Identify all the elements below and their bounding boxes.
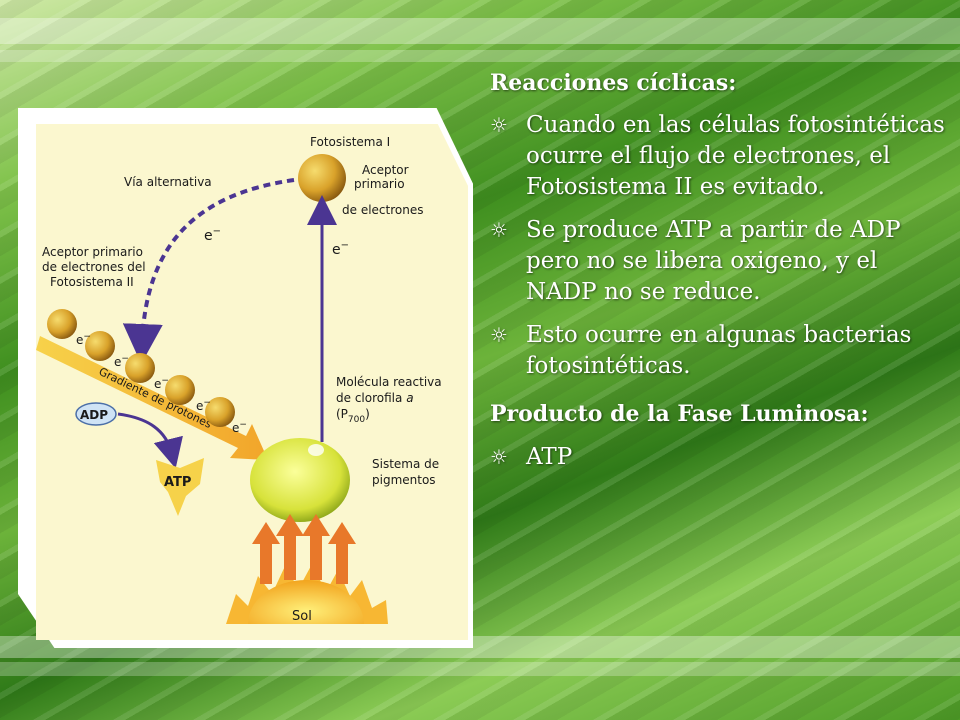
- slide-text: Reacciones cíclicas: ☼ Cuando en las cél…: [490, 70, 945, 485]
- sun-bullet-icon: ☼: [490, 218, 508, 242]
- electron-label-1: e−: [204, 226, 221, 244]
- adp-to-atp-arrow: [117, 412, 183, 469]
- reactive-molecule-label-1: Molécula reactiva: [336, 375, 442, 389]
- electron-label-2: e−: [332, 240, 349, 258]
- light-arrow-1: [252, 522, 280, 584]
- adp-badge: [75, 402, 117, 426]
- light-arrow-4: [328, 522, 356, 584]
- top-band-thin: [0, 50, 960, 62]
- p700-label: (P700): [336, 407, 370, 425]
- carrier-electron-4: e−: [196, 398, 211, 413]
- pigment-system-label-1: Sistema de: [372, 457, 439, 471]
- photosystem-i-sphere: [298, 154, 346, 202]
- carrier-sphere-4: [165, 375, 195, 405]
- heading-cyclic-reactions: Reacciones cíclicas:: [490, 70, 737, 96]
- ps2-acceptor-label-3: Fotosistema II: [50, 275, 134, 289]
- carrier-sphere-1: [47, 309, 77, 339]
- photosystem-i-label: Fotosistema I: [310, 135, 390, 149]
- bullet-text: ATP: [526, 444, 573, 470]
- sun-bullet-icon: ☼: [490, 113, 508, 137]
- carrier-electron-3: e−: [154, 376, 169, 391]
- primary-acceptor-label-1: Aceptor: [362, 163, 409, 177]
- pigment-highlight: [308, 444, 324, 456]
- sun: [248, 580, 364, 624]
- sun-bullet-icon: ☼: [490, 323, 508, 347]
- primary-acceptor-label-3: de electrones: [342, 203, 423, 217]
- bullet-item: ☼ ATP: [490, 442, 945, 473]
- bullet-item: ☼ Esto ocurre en algunas bacterias fotos…: [490, 320, 945, 382]
- reactive-molecule-label-2: de clorofila a: [336, 391, 414, 405]
- bullet-text: Cuando en las células fotosintéticas ocu…: [526, 112, 945, 200]
- atp-label: ATP: [164, 475, 191, 490]
- ps2-acceptor-label-2: de electrones del: [42, 260, 146, 274]
- adp-label: ADP: [80, 408, 108, 422]
- carrier-sphere-5: [205, 397, 235, 427]
- bullet-text: Esto ocurre en algunas bacterias fotosin…: [526, 322, 912, 379]
- carrier-electron-2: e−: [114, 354, 129, 369]
- bullet-text: Se produce ATP a partir de ADP pero no s…: [526, 217, 901, 305]
- carrier-electron-1: e−: [76, 332, 91, 347]
- primary-acceptor-label-2: primario: [354, 177, 405, 191]
- pigment-system: [250, 438, 350, 522]
- photosynthesis-diagram: Fotosistema I Aceptor primario de electr…: [36, 135, 442, 624]
- heading-product: Producto de la Fase Luminosa:: [490, 401, 869, 427]
- ps2-acceptor-label-1: Aceptor primario: [42, 245, 143, 259]
- bullet-item: ☼ Se produce ATP a partir de ADP pero no…: [490, 215, 945, 308]
- carrier-sphere-3: [125, 353, 155, 383]
- carrier-electron-5: e−: [232, 420, 247, 435]
- top-band: [0, 18, 960, 44]
- atp-burst: [156, 458, 204, 516]
- carrier-sphere-2: [85, 331, 115, 361]
- light-arrow-3: [302, 514, 330, 580]
- bullet-item: ☼ Cuando en las células fotosintéticas o…: [490, 110, 945, 203]
- bottom-band-thin: [0, 662, 960, 676]
- alternative-path-arrow: [122, 178, 295, 364]
- pigment-system-label-2: pigmentos: [372, 473, 436, 487]
- light-arrow-2: [276, 514, 304, 580]
- sun-bullet-icon: ☼: [490, 445, 508, 469]
- sun-label: Sol: [292, 609, 312, 624]
- proton-gradient-arrow: [36, 336, 268, 460]
- alternative-path-label: Vía alternativa: [124, 175, 212, 189]
